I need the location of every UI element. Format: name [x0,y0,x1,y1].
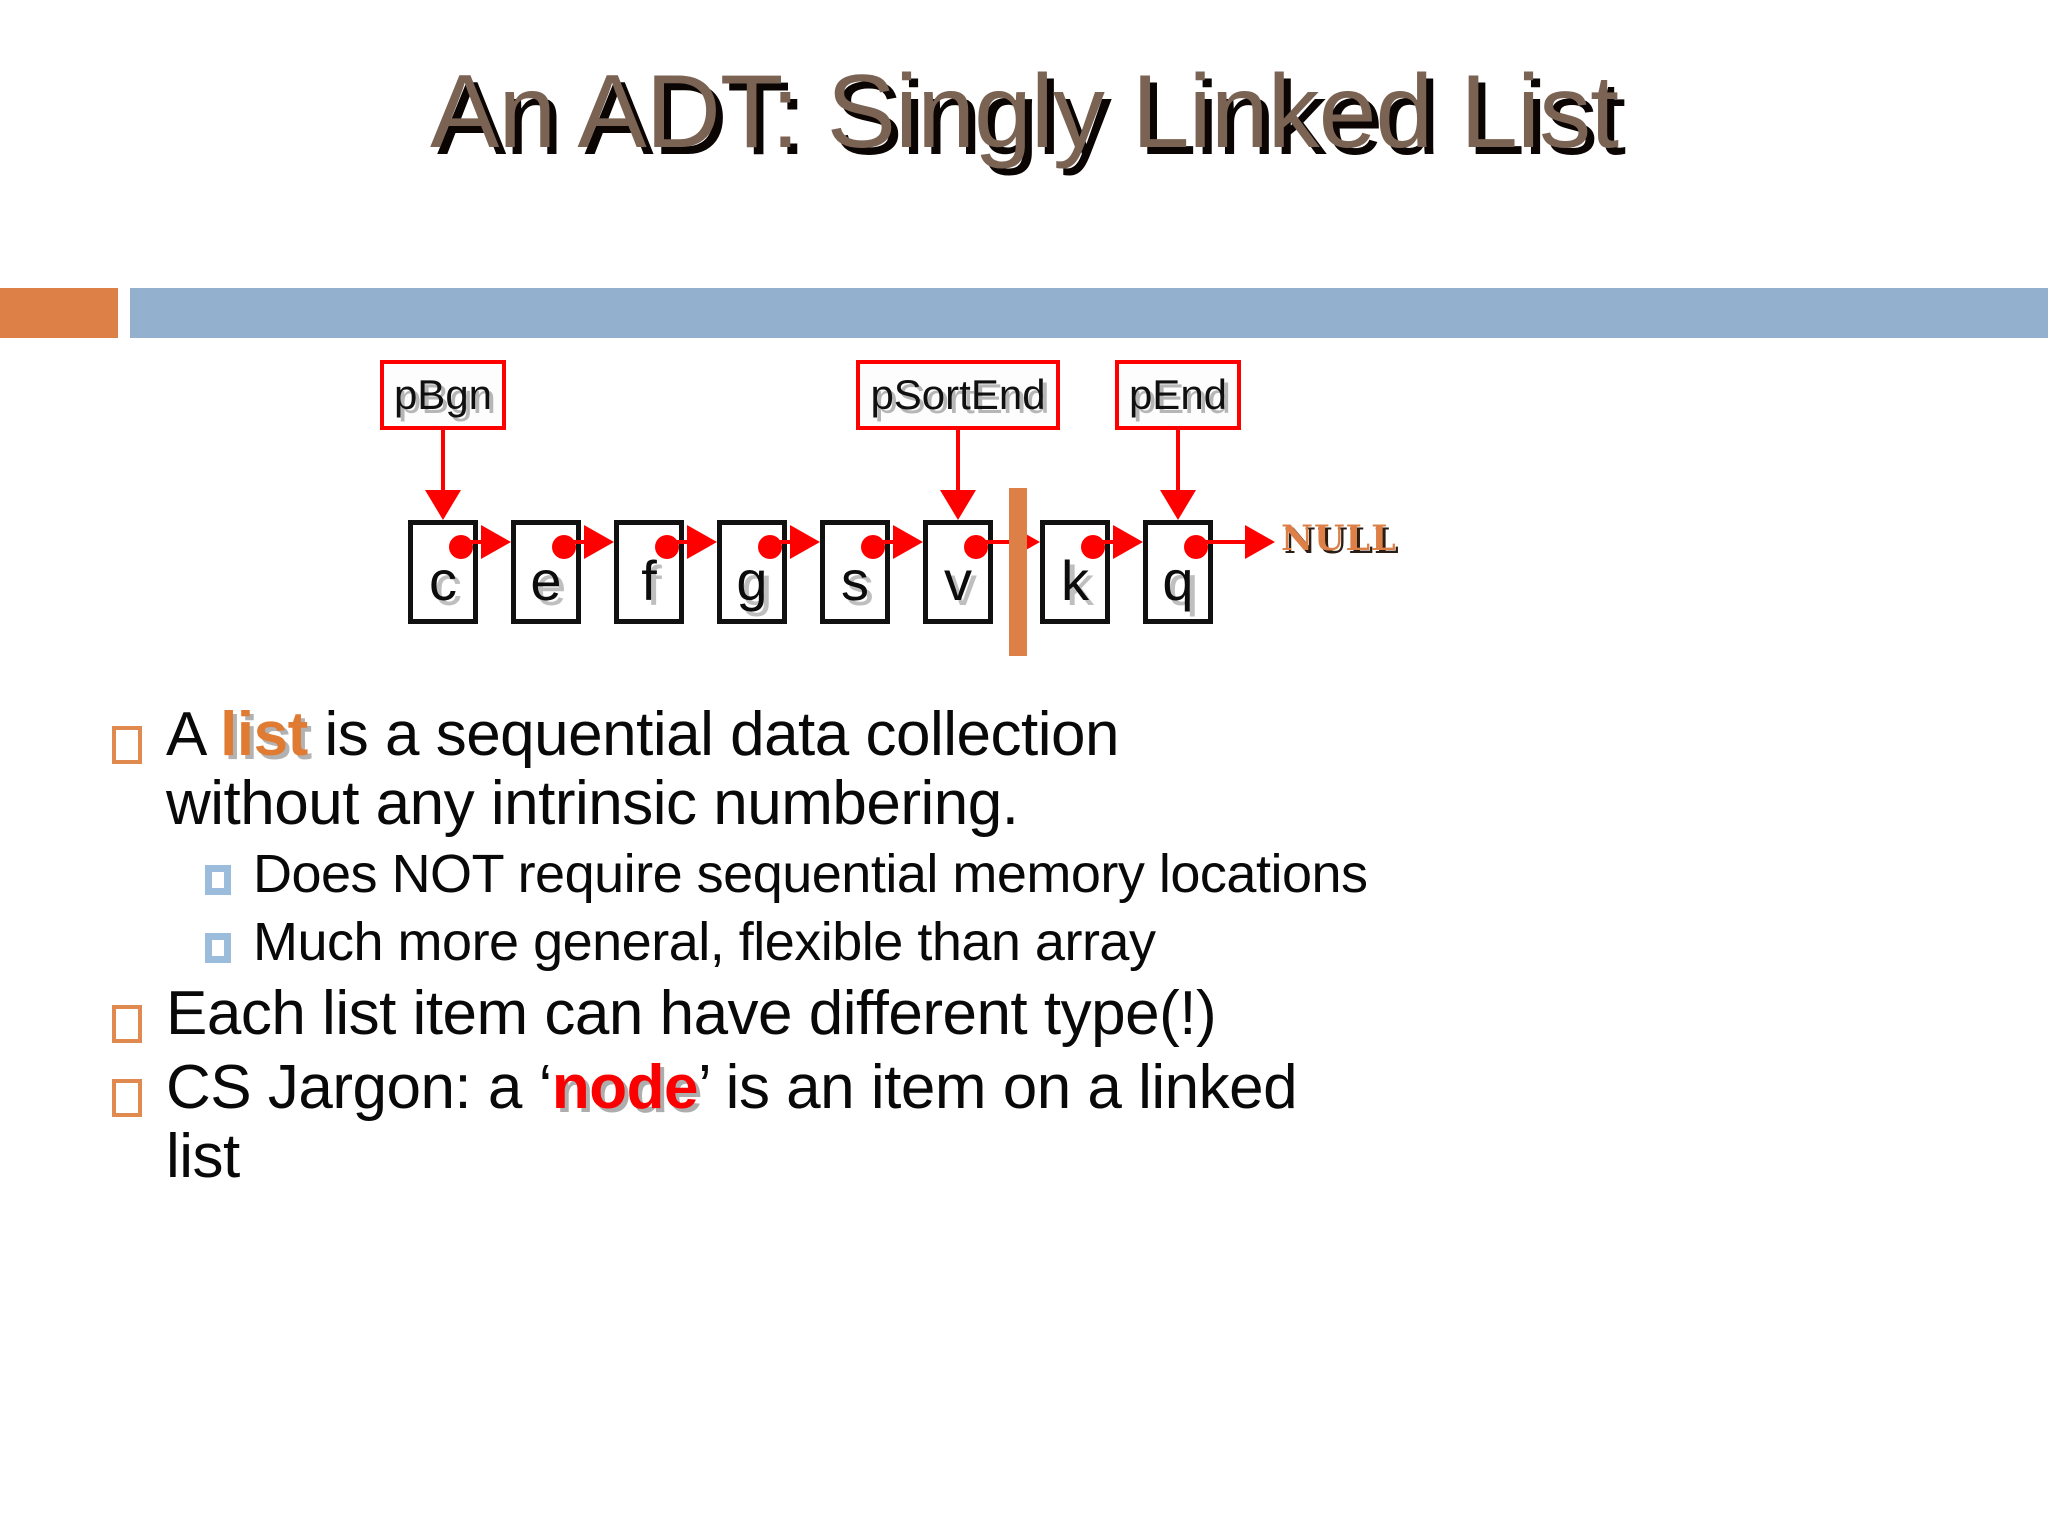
bullet-item-level1: A list is a sequential data collection w… [0,700,2048,839]
pointer-label-pSortEnd: pSortEnd [856,360,1060,430]
page-title: An ADT: Singly Linked List [430,54,1619,170]
bullet-text-run: A [166,700,221,769]
list-node-c: c [408,520,478,624]
list-node-e: e [511,520,581,624]
bullet-text: Does NOT require sequential memory locat… [253,843,1368,905]
list-node-k: k [1040,520,1110,624]
bullet-text: Each list item can have different type(!… [166,979,1217,1049]
link-arrow-shaft [765,540,794,544]
pointer-label-text: pEnd [1128,371,1228,418]
blue-square-bullet-icon [205,864,231,895]
bullet-text-run: ’ is an item on a linked list [166,1052,1298,1191]
bullet-text-highlight: list [220,700,308,769]
bullet-text: CS Jargon: a ‘node’ is an item on a link… [166,1053,1326,1192]
list-node-q: q [1143,520,1213,624]
blue-square-bullet-icon [205,932,231,963]
link-arrow-head-icon [584,525,614,559]
link-arrow-shaft [971,540,1014,544]
accent-bar-blue [130,288,2048,338]
pointer-arrow-shaft [956,430,960,492]
list-node-g: g [717,520,787,624]
sorted-unsorted-divider [1009,488,1027,656]
hollow-square-bullet-icon [112,1005,142,1044]
bullet-text: A list is a sequential data collection w… [166,700,1326,839]
node-value-label: q [1162,549,1194,612]
pointer-arrow-shaft [1176,430,1180,492]
node-pointer-dot-icon [861,535,885,559]
bullet-item-level1: Each list item can have different type(!… [0,979,2048,1048]
link-arrow-shaft [662,540,691,544]
pointer-label-pBgn: pBgn [379,360,507,430]
hollow-square-bullet-icon [112,726,142,764]
node-pointer-dot-icon [758,535,782,559]
bullet-text-run: Much more general, flexible than array [253,911,1156,972]
node-pointer-dot-icon [449,535,473,559]
null-terminator-label: NULL [1281,518,1397,559]
bullet-item-level2: Much more general, flexible than array [0,911,2048,973]
pointer-arrow-head-icon [425,490,461,520]
link-arrow-shaft [1088,540,1117,544]
node-pointer-dot-icon [552,535,576,559]
bullet-text-highlight: node [551,1052,699,1122]
node-pointer-dot-icon [964,535,988,559]
link-arrow-shaft [456,540,485,544]
list-node-s: s [820,520,890,624]
list-node-v: v [923,520,993,624]
bullet-text: Much more general, flexible than array [253,911,1156,973]
pointer-arrow-shaft [441,430,445,492]
pointer-label-text: pBgn [393,371,493,418]
node-value-label: e [530,549,562,612]
link-arrow-head-icon [687,525,717,559]
bullet-item-level1: CS Jargon: a ‘node’ is an item on a link… [0,1053,2048,1192]
node-pointer-dot-icon [1184,535,1208,559]
link-arrow-head-icon [1113,525,1143,559]
link-arrow-shaft [1191,540,1249,544]
pointer-label-pEnd: pEnd [1114,360,1242,430]
list-node-f: f [614,520,684,624]
bullet-list: A list is a sequential data collection w… [0,700,2048,1195]
node-value-label: f [641,549,657,612]
node-value-label: g [736,549,768,612]
link-arrow-head-icon [1245,525,1275,559]
hollow-square-bullet-icon [112,1078,142,1117]
link-arrow-shaft [868,540,897,544]
pointer-label-text: pSortEnd [870,371,1046,418]
link-arrow-shaft [559,540,588,544]
node-value-label: c [429,549,457,612]
singly-linked-list-diagram: c e f g s v k q NULL pBgn pSortEnd pEnd [0,338,2048,708]
bullet-text-run: CS Jargon: a ‘ [166,1052,552,1122]
node-value-label: k [1061,549,1089,612]
link-arrow-head-icon [790,525,820,559]
node-value-label: s [841,549,869,612]
bullet-text-run: is a sequential data collection without … [166,700,1119,839]
pointer-arrow-head-icon [1160,490,1196,520]
bullet-item-level2: Does NOT require sequential memory locat… [0,843,2048,905]
link-arrow-head-icon [481,525,511,559]
pointer-arrow-head-icon [940,490,976,520]
link-arrow-head-icon [893,525,923,559]
accent-bar-orange [0,288,118,338]
node-pointer-dot-icon [1081,535,1105,559]
bullet-text-run: Each list item can have different type(!… [166,979,1217,1049]
node-value-label: v [944,549,972,612]
bullet-text-run: Does NOT require sequential memory locat… [253,843,1368,904]
node-pointer-dot-icon [655,535,679,559]
